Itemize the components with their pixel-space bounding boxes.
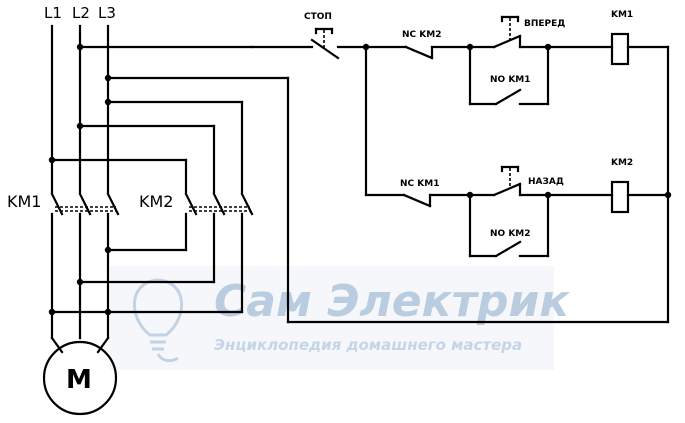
phase-label-l1: L1 xyxy=(44,4,62,22)
motor xyxy=(42,310,118,416)
km1-power-label: KM1 xyxy=(7,192,41,211)
no-km1-label: NO KM1 xyxy=(490,75,531,85)
coil-km2-label: KM2 xyxy=(611,158,633,168)
control-circuit xyxy=(250,15,672,324)
watermark-subtitle: Энциклопедия домашнего мастера xyxy=(214,336,522,354)
no-km2-label: NO KM2 xyxy=(490,229,531,239)
watermark-panel xyxy=(110,266,554,370)
coil-km1-label: KM1 xyxy=(611,10,633,20)
watermark: Сам Электрик Энциклопедия домашнего маст… xyxy=(110,266,570,370)
nc-km1-label: NC KM1 xyxy=(400,179,439,189)
km2-contacts xyxy=(48,192,254,316)
phase-label-l3: L3 xyxy=(98,4,116,22)
stop-label: СТОП xyxy=(304,12,332,22)
forward-label: ВПЕРЕД xyxy=(524,19,565,29)
watermark-title: Сам Электрик xyxy=(214,276,570,327)
nc-km2-label: NC KM2 xyxy=(402,30,441,40)
phase-label-l2: L2 xyxy=(72,4,90,22)
power-bus xyxy=(48,24,290,324)
reverse-label: НАЗАД xyxy=(528,177,564,187)
motor-label: M xyxy=(66,365,92,395)
km1-contacts xyxy=(50,192,120,340)
lightbulb-icon xyxy=(133,278,183,363)
km2-power-label: KM2 xyxy=(139,192,173,211)
